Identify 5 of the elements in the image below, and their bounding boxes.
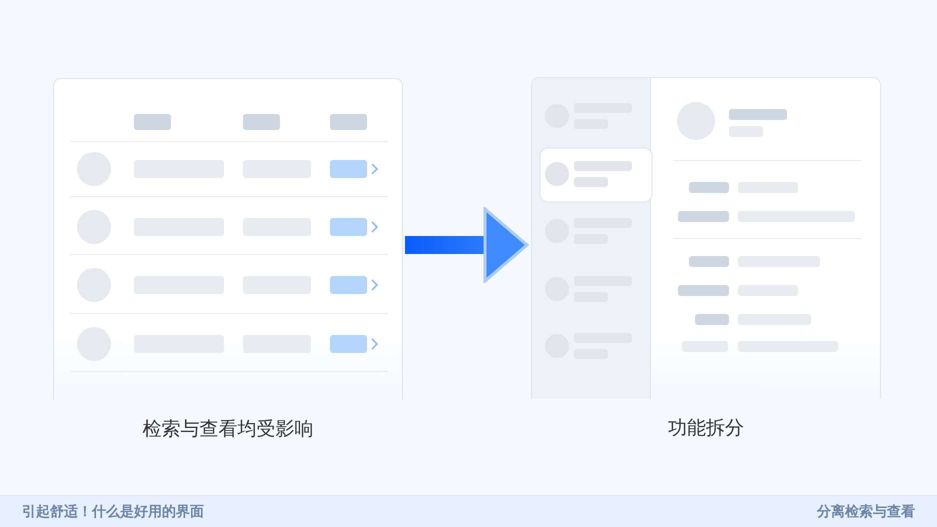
arrow [405,208,528,282]
footer-text: 引起舒适！什么是好用的界面 [22,503,204,521]
footer-text: 分离检索与查看 [817,503,915,521]
node-label: 检索与查看均受影响 [142,417,314,442]
node-label: 功能拆分 [668,416,744,441]
